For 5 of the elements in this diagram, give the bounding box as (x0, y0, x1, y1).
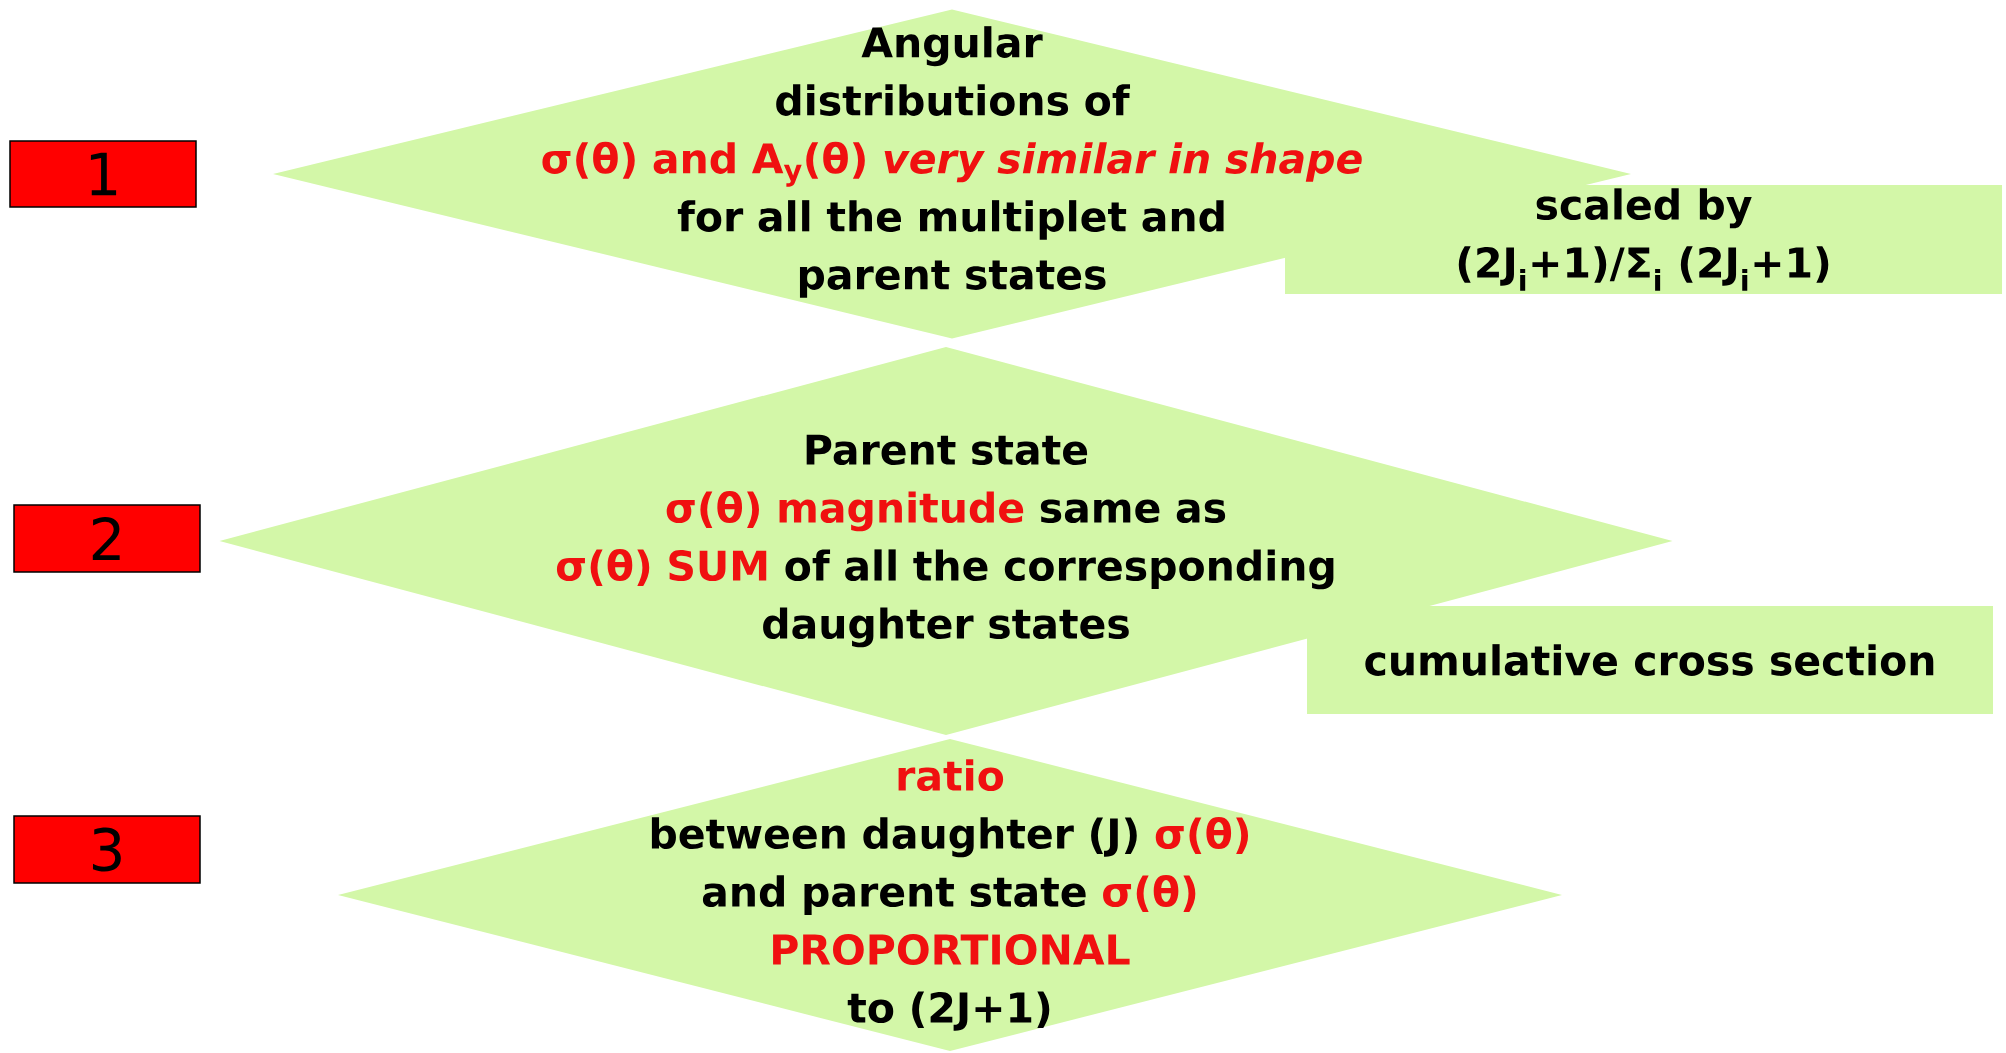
number-box: 2 (13, 504, 201, 573)
number-box: 3 (13, 815, 201, 884)
text-band: cumulative cross section (1307, 606, 1993, 714)
text-band: scaled by (2J$_{i}$+1)/Σ$_{i}$ (2J$_{i}$+1) (1285, 185, 2002, 294)
number-box: 1 (9, 140, 197, 208)
